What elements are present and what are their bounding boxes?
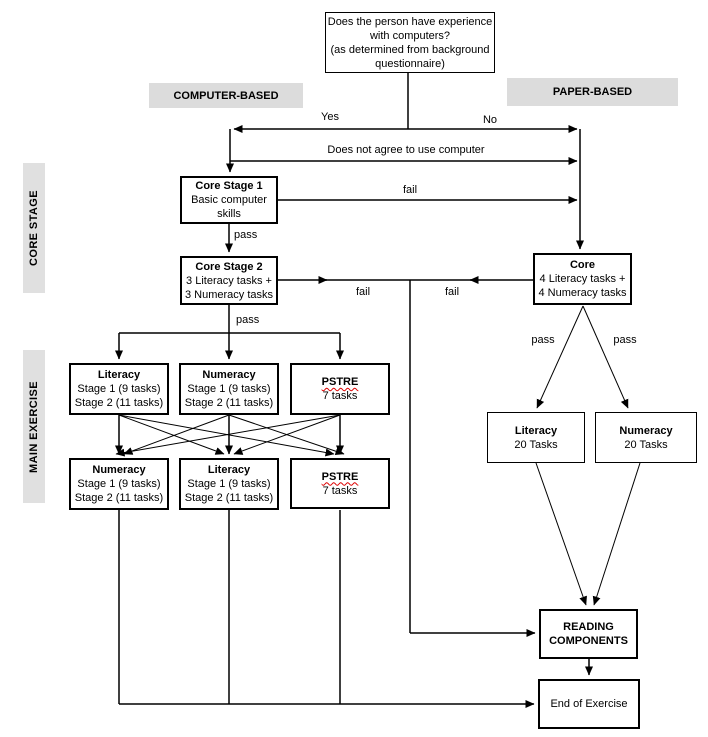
label-pass-paper-right: pass	[613, 334, 637, 346]
paper-based-header: PAPER-BASED	[507, 78, 678, 106]
box-line: 20 Tasks	[624, 438, 668, 451]
box-line: 3 Literacy tasks +	[186, 274, 272, 287]
box-title: Literacy	[97, 369, 141, 381]
box-title: Literacy	[514, 424, 558, 437]
box-title: READING	[563, 621, 614, 633]
box-line: Stage 1 (9 tasks)	[77, 383, 161, 395]
box-end-of-exercise: End of Exercise	[538, 679, 640, 729]
label-fail-core-paper: fail	[444, 286, 460, 298]
box-title: Core Stage 2	[195, 260, 263, 273]
box-title: PSTRE	[321, 376, 359, 388]
box-title: Core Stage 1	[195, 180, 263, 192]
box-title: Core	[569, 259, 596, 271]
box-line: 4 Literacy tasks +	[539, 273, 626, 285]
box-line: 3 Numeracy tasks	[184, 288, 274, 301]
box-line: Stage 2 (11 tasks)	[74, 397, 164, 409]
box-core-paper: Core 4 Literacy tasks + 4 Numeracy tasks	[533, 253, 632, 305]
box-pstre-row2: PSTRE 7 tasks	[290, 458, 390, 509]
box-line: 7 tasks	[322, 390, 358, 402]
label-does-not-agree: Does not agree to use computer	[327, 144, 485, 156]
label-no: No	[482, 114, 498, 126]
edge-litpaper-to-reading	[535, 462, 587, 606]
box-title: COMPONENTS	[549, 635, 628, 647]
box-line: Stage 2 (11 tasks)	[74, 492, 164, 504]
box-title: Numeracy	[619, 424, 673, 437]
question-line: Does the person have experience	[327, 15, 493, 28]
box-numeracy-row1: Numeracy Stage 1 (9 tasks) Stage 2 (11 t…	[179, 363, 279, 415]
box-line: 4 Numeracy tasks	[538, 287, 627, 299]
box-literacy-paper: Literacy 20 Tasks	[487, 412, 585, 463]
label-pass-paper-left: pass	[531, 334, 555, 346]
edge-cross-3-2	[233, 414, 341, 455]
label-pass-cs2: pass	[236, 314, 260, 326]
section-core-stage-label: CORE STAGE	[28, 190, 41, 266]
box-line: Stage 1 (9 tasks)	[77, 478, 161, 490]
section-main-exercise-label: MAIN EXERCISE	[28, 380, 40, 473]
box-core-stage-2: Core Stage 2 3 Literacy tasks + 3 Numera…	[180, 256, 278, 305]
box-title: Numeracy	[202, 369, 256, 381]
box-line: Stage 1 (9 tasks)	[187, 383, 271, 395]
box-literacy-row2: Literacy Stage 1 (9 tasks) Stage 2 (11 t…	[179, 458, 279, 510]
box-core-stage-1: Core Stage 1 Basic computer skills	[180, 176, 278, 224]
box-line: 7 tasks	[322, 484, 358, 497]
box-numeracy-paper: Numeracy 20 Tasks	[595, 412, 697, 463]
label-fail-cs2: fail	[355, 286, 371, 298]
label-pass-cs1: pass	[234, 229, 258, 241]
edge-cross-3-1	[115, 414, 341, 457]
edge-core-pass-literacy	[536, 305, 584, 409]
edge-cross-2-1	[123, 414, 230, 455]
question-line: (as determined from background	[330, 43, 490, 56]
box-reading-components: READING COMPONENTS	[539, 609, 638, 659]
edge-numpaper-to-reading	[592, 462, 641, 606]
label-fail-cs1: fail	[402, 184, 418, 196]
label-yes: Yes	[321, 111, 339, 123]
computer-based-header: COMPUTER-BASED	[149, 83, 303, 108]
question-box: Does the person have experience with com…	[325, 12, 495, 73]
question-line: questionnaire)	[375, 57, 445, 70]
box-line: 20 Tasks	[514, 438, 558, 451]
box-title: PSTRE	[321, 470, 359, 483]
box-title: End of Exercise	[550, 698, 628, 710]
section-core-stage: CORE STAGE	[23, 163, 45, 293]
box-line: Stage 2 (11 tasks)	[184, 397, 274, 409]
question-line: with computers?	[369, 29, 451, 42]
box-line: Stage 1 (9 tasks)	[187, 478, 271, 490]
section-main-exercise: MAIN EXERCISE	[23, 350, 45, 503]
box-title: Numeracy	[92, 464, 146, 476]
edge-cross-1-2	[118, 414, 225, 455]
box-line: Stage 2 (11 tasks)	[184, 492, 274, 504]
edge-core-pass-numeracy	[582, 305, 629, 409]
box-title: Literacy	[207, 464, 251, 476]
box-numeracy-row2: Numeracy Stage 1 (9 tasks) Stage 2 (11 t…	[69, 458, 169, 510]
box-line: skills	[217, 208, 241, 220]
box-pstre-row1: PSTRE 7 tasks	[290, 363, 390, 415]
box-line: Basic computer	[191, 194, 267, 206]
box-literacy-row1: Literacy Stage 1 (9 tasks) Stage 2 (11 t…	[69, 363, 169, 415]
